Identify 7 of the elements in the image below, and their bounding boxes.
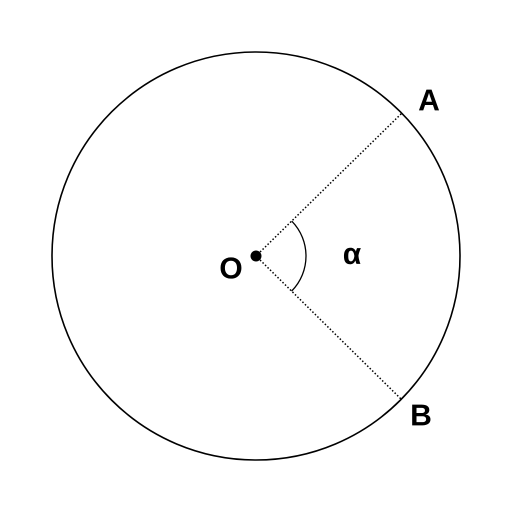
node-label: O (220, 257, 242, 279)
point-label: A (418, 90, 440, 110)
point-label: B (412, 404, 430, 426)
angle-label: α (344, 248, 361, 264)
center-point: O (220, 250, 262, 279)
radius-line (260, 112, 402, 253)
radius-line (260, 259, 402, 400)
